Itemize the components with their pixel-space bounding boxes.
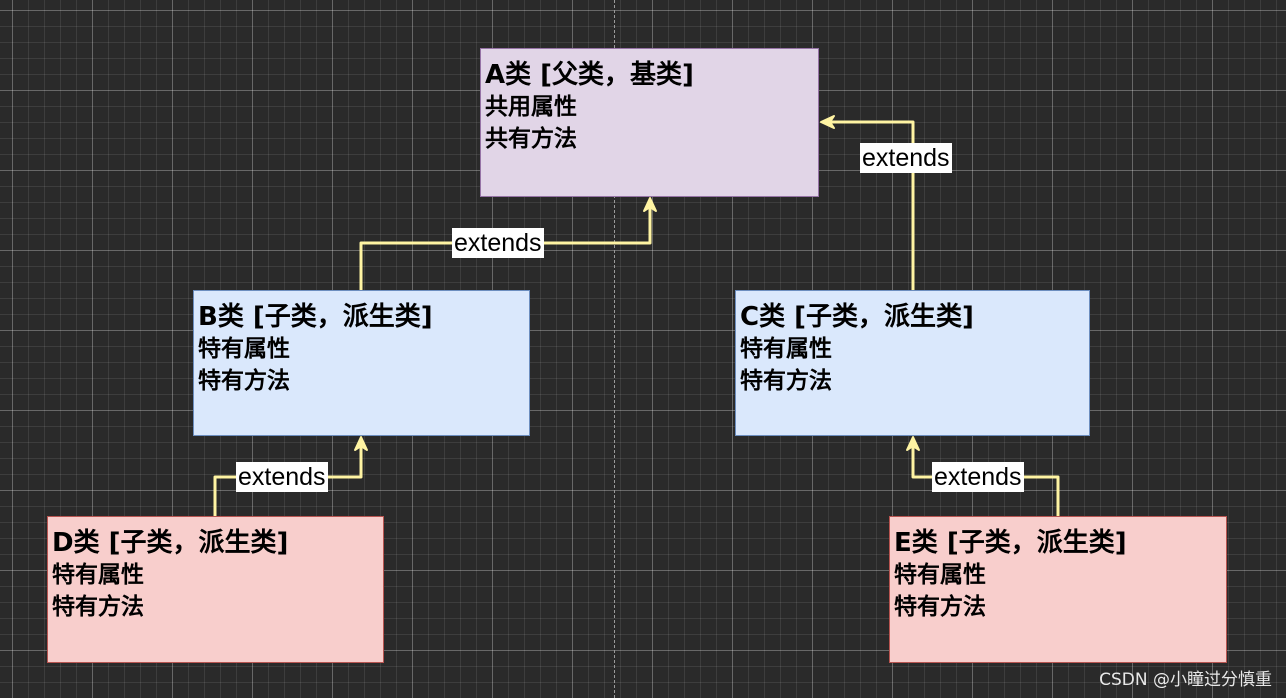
watermark: CSDN @小瞳过分慎重	[1099, 670, 1272, 690]
class-e-line-1: 特有属性	[894, 562, 986, 588]
class-a-node[interactable]: A类 [父类，基类] 共用属性 共有方法	[480, 48, 819, 197]
class-a-line-2: 共有方法	[485, 126, 577, 152]
edge-label-e-to-c: extends	[932, 462, 1024, 492]
arrowhead-b-to-a	[643, 197, 657, 212]
class-e-node[interactable]: E类 [子类，派生类] 特有属性 特有方法	[889, 516, 1227, 663]
edge-label-c-to-a: extends	[860, 143, 952, 173]
arrowhead-d-to-b	[354, 436, 368, 451]
class-c-line-1: 特有属性	[740, 336, 832, 362]
edge-c-to-a	[830, 120, 915, 290]
class-b-title: B类 [子类，派生类]	[198, 302, 433, 332]
class-a-line-1: 共用属性	[485, 94, 577, 120]
class-d-title: D类 [子类，派生类]	[52, 528, 289, 558]
class-e-line-2: 特有方法	[894, 594, 986, 620]
class-c-node[interactable]: C类 [子类，派生类] 特有属性 特有方法	[735, 290, 1090, 436]
class-d-line-2: 特有方法	[52, 594, 144, 620]
arrowhead-e-to-c	[906, 436, 920, 451]
class-d-node[interactable]: D类 [子类，派生类] 特有属性 特有方法	[47, 516, 384, 663]
edge-label-d-to-b: extends	[236, 462, 328, 492]
class-b-node[interactable]: B类 [子类，派生类] 特有属性 特有方法	[193, 290, 530, 436]
edge-label-b-to-a: extends	[452, 228, 544, 258]
arrowhead-c-to-a	[820, 115, 835, 129]
class-b-line-1: 特有属性	[198, 336, 290, 362]
class-c-line-2: 特有方法	[740, 368, 832, 394]
class-d-line-1: 特有属性	[52, 562, 144, 588]
center-guide-line	[614, 0, 615, 698]
class-a-title: A类 [父类，基类]	[485, 60, 694, 90]
class-e-title: E类 [子类，派生类]	[894, 528, 1127, 558]
class-c-title: C类 [子类，派生类]	[740, 302, 974, 332]
class-b-line-2: 特有方法	[198, 368, 290, 394]
